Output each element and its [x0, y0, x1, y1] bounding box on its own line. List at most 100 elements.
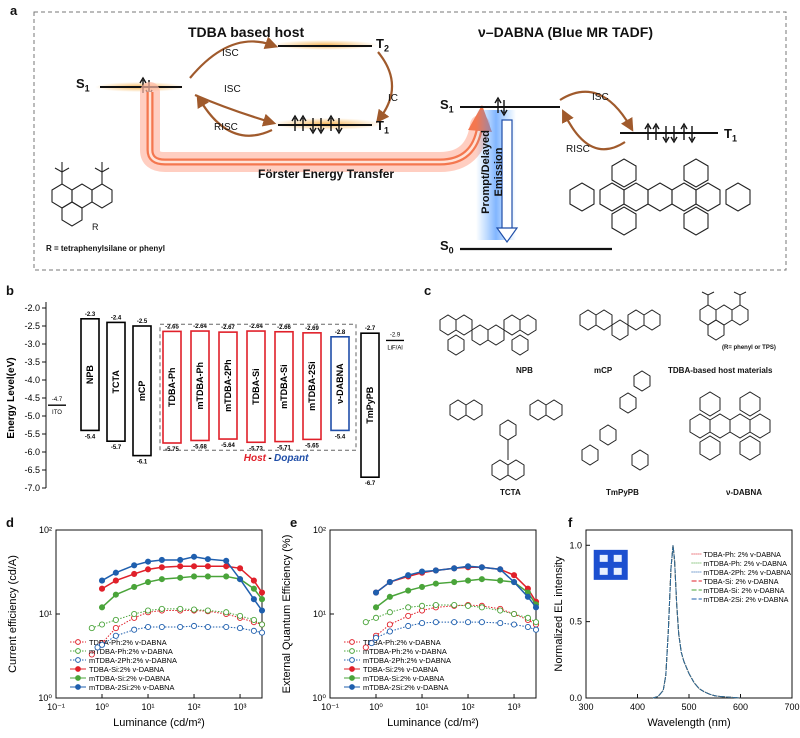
data-point — [223, 563, 230, 570]
data-point — [158, 605, 165, 612]
x-tick-label: 10³ — [234, 702, 247, 712]
structures-panel — [439, 291, 771, 481]
data-point — [258, 607, 266, 614]
b-homo-label: -5.68 — [193, 444, 207, 450]
host-title: TDBA based host — [188, 24, 305, 40]
data-point — [464, 577, 472, 584]
b-lumo-label: -2.7 — [365, 326, 376, 332]
npb-label: NPB — [516, 366, 533, 375]
data-point — [497, 577, 504, 584]
b-layer-bar — [218, 331, 238, 440]
energy-level-chart: -2.0-2.5-3.0-3.5-4.0-4.5-5.0-5.5-6.0-6.5… — [6, 302, 404, 493]
b-y-tick-label: -3.0 — [24, 339, 40, 349]
data-point — [464, 563, 472, 570]
data-point — [131, 562, 138, 569]
legend-marker — [349, 675, 355, 681]
b-homo-label: -5.64 — [221, 443, 235, 449]
data-point — [158, 556, 165, 563]
legend-marker — [349, 639, 355, 645]
b-dopant-label: Dopant — [274, 453, 309, 464]
data-point — [144, 623, 152, 631]
data-point — [478, 576, 485, 583]
data-point — [190, 563, 198, 570]
b-homo-label: -5.7 — [111, 445, 122, 451]
isc-top-arrow — [189, 36, 279, 79]
b-layer-bar — [162, 330, 182, 444]
b-y-tick-label: -6.5 — [24, 465, 40, 475]
data-point — [372, 604, 380, 611]
host-t1-spins — [291, 114, 343, 135]
data-point — [98, 621, 106, 628]
data-point — [236, 612, 244, 619]
data-point — [510, 572, 518, 579]
data-point — [510, 621, 518, 628]
legend-label: mTDBA-2Si: 2% v-DABNA — [703, 595, 788, 604]
b-lumo-label: -2.66 — [277, 325, 291, 331]
y-tick-label: 10¹ — [39, 609, 52, 619]
b-y-tick-label: -4.5 — [24, 393, 40, 403]
x-tick-label: 500 — [681, 702, 696, 712]
b-layer-bar — [80, 317, 100, 432]
b-homo-label: -5.65 — [305, 443, 319, 449]
b-layer-name: TDBA-Ph — [167, 367, 177, 407]
data-point — [464, 602, 472, 609]
tcta-structure — [449, 399, 563, 481]
data-point — [524, 614, 531, 621]
legend-label: mTDBA-2Si:2% v-DABNA — [89, 683, 174, 692]
data-point — [532, 619, 540, 626]
b-homo-label: -5.4 — [335, 434, 346, 440]
data-point — [510, 610, 518, 618]
data-point — [190, 606, 198, 613]
legend-marker — [75, 675, 81, 681]
b-lumo-label: -2.4 — [111, 315, 122, 321]
b-y-tick-label: -2.0 — [24, 303, 40, 313]
data-point — [236, 565, 244, 572]
panel-b-letter: b — [6, 283, 14, 298]
dopant-t1-label: T1 — [724, 126, 737, 144]
data-point — [112, 632, 119, 639]
data-point — [386, 593, 393, 600]
panel-d-letter: d — [6, 515, 14, 530]
tmpypb-structure — [581, 370, 651, 471]
data-point — [177, 605, 184, 612]
b-y-tick-label: -3.5 — [24, 357, 40, 367]
b-layer-name: mTDBA-Si — [279, 364, 289, 409]
data-point — [497, 620, 504, 627]
data-point — [158, 623, 165, 631]
x-axis-label: Luminance (cd/m²) — [113, 717, 205, 729]
emission-line-1: Prompt/Delayed — [480, 130, 492, 214]
y-tick-label: 10⁰ — [38, 693, 52, 703]
dopant-t1-spins — [644, 122, 696, 144]
data-point — [386, 628, 393, 635]
data-point — [405, 604, 412, 611]
x-tick-label: 10⁰ — [369, 702, 383, 712]
mcp-label: mCP — [594, 366, 613, 375]
b-y-tick-label: -2.5 — [24, 321, 40, 331]
legend-label: mTDBA-2Ph: 2% v-DABNA — [703, 568, 791, 577]
spectrum-line — [652, 545, 741, 699]
device-photo-inset — [593, 549, 628, 580]
b-y-axis-label: Energy Level(eV) — [6, 357, 17, 438]
data-point — [98, 641, 106, 648]
data-point — [362, 619, 369, 626]
b-layer-bar — [330, 335, 350, 432]
host-s1-label: S1 — [76, 76, 90, 94]
data-point — [112, 625, 119, 632]
b-y-tick-label: -6.0 — [24, 447, 40, 457]
data-point — [88, 651, 95, 658]
y-tick-label: 0.5 — [569, 617, 582, 627]
data-point — [250, 616, 257, 623]
risc-arrow — [196, 94, 273, 137]
data-point — [368, 640, 375, 647]
y-axis-label: Current efficiency (cd/A) — [7, 555, 19, 673]
b-lumo-label: -2.64 — [249, 324, 263, 330]
data-point — [451, 619, 458, 626]
b-lumo-label: -2.69 — [305, 326, 319, 332]
dopant-s1-spins — [494, 96, 508, 117]
data-point — [144, 566, 152, 573]
b-y-tick-label: -7.0 — [24, 483, 40, 493]
data-point — [250, 596, 257, 603]
data-point — [451, 579, 458, 586]
